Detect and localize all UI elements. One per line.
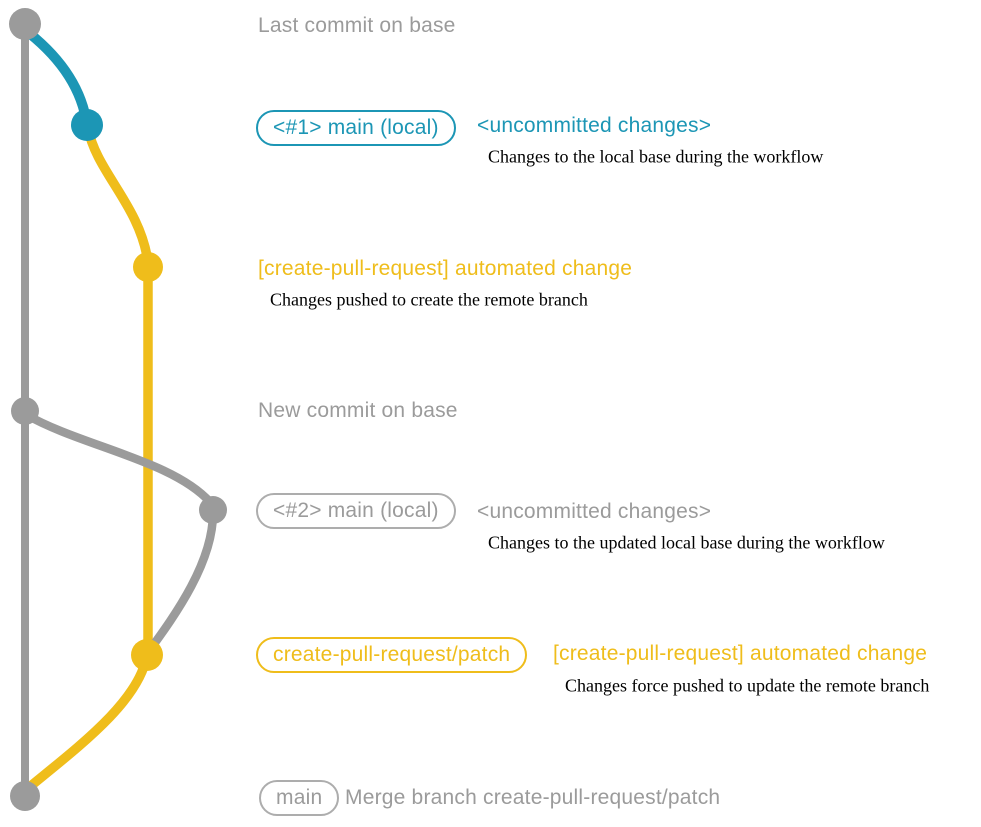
commit-message-uncommitted-1: <uncommitted changes> [477,114,712,137]
commit-main-local-1 [71,109,103,141]
badge-main-local-2-label: <#2> main (local) [273,499,439,522]
commit-new-base [11,397,39,425]
badge-main-local-1: <#1> main (local) [256,110,456,146]
commit-last-base [9,8,41,40]
note-local-base: Changes to the local base during the wor… [488,146,824,167]
edge-main-local-1-branch [25,29,92,126]
edge-cpr-branch-out [83,126,153,263]
note-force-pushed: Changes force pushed to update the remot… [565,675,930,696]
note-updated-local-base: Changes to the updated local base during… [488,532,885,553]
badge-main: main [259,780,340,816]
commit-main-local-2 [199,496,227,524]
badge-main-local-2: <#2> main (local) [256,493,456,529]
annotation-last-commit-on-base: Last commit on base [258,14,456,37]
annotation-new-commit-on-base: New commit on base [258,399,458,422]
commit-message-automated-1: [create-pull-request] automated change [258,257,633,280]
badge-create-pull-request-patch: create-pull-request/patch [256,637,528,673]
badge-main-label: main [276,786,323,809]
edge-main-local-2-branch [22,410,214,505]
badge-create-pull-request-patch-label: create-pull-request/patch [273,643,511,666]
commit-message-automated-2: [create-pull-request] automated change [553,642,928,665]
commit-merge [10,781,40,811]
edge-cpr-merge-down [23,653,152,793]
note-pushed-create: Changes pushed to create the remote bran… [270,289,588,310]
commit-message-merge-branch: Merge branch create-pull-request/patch [345,786,721,809]
badge-main-local-1-label: <#1> main (local) [273,116,439,139]
edge-main-local-2-return [145,512,218,654]
commit-message-uncommitted-2: <uncommitted changes> [477,500,712,523]
commit-automated-1 [133,252,163,282]
commit-automated-2 [131,639,163,671]
